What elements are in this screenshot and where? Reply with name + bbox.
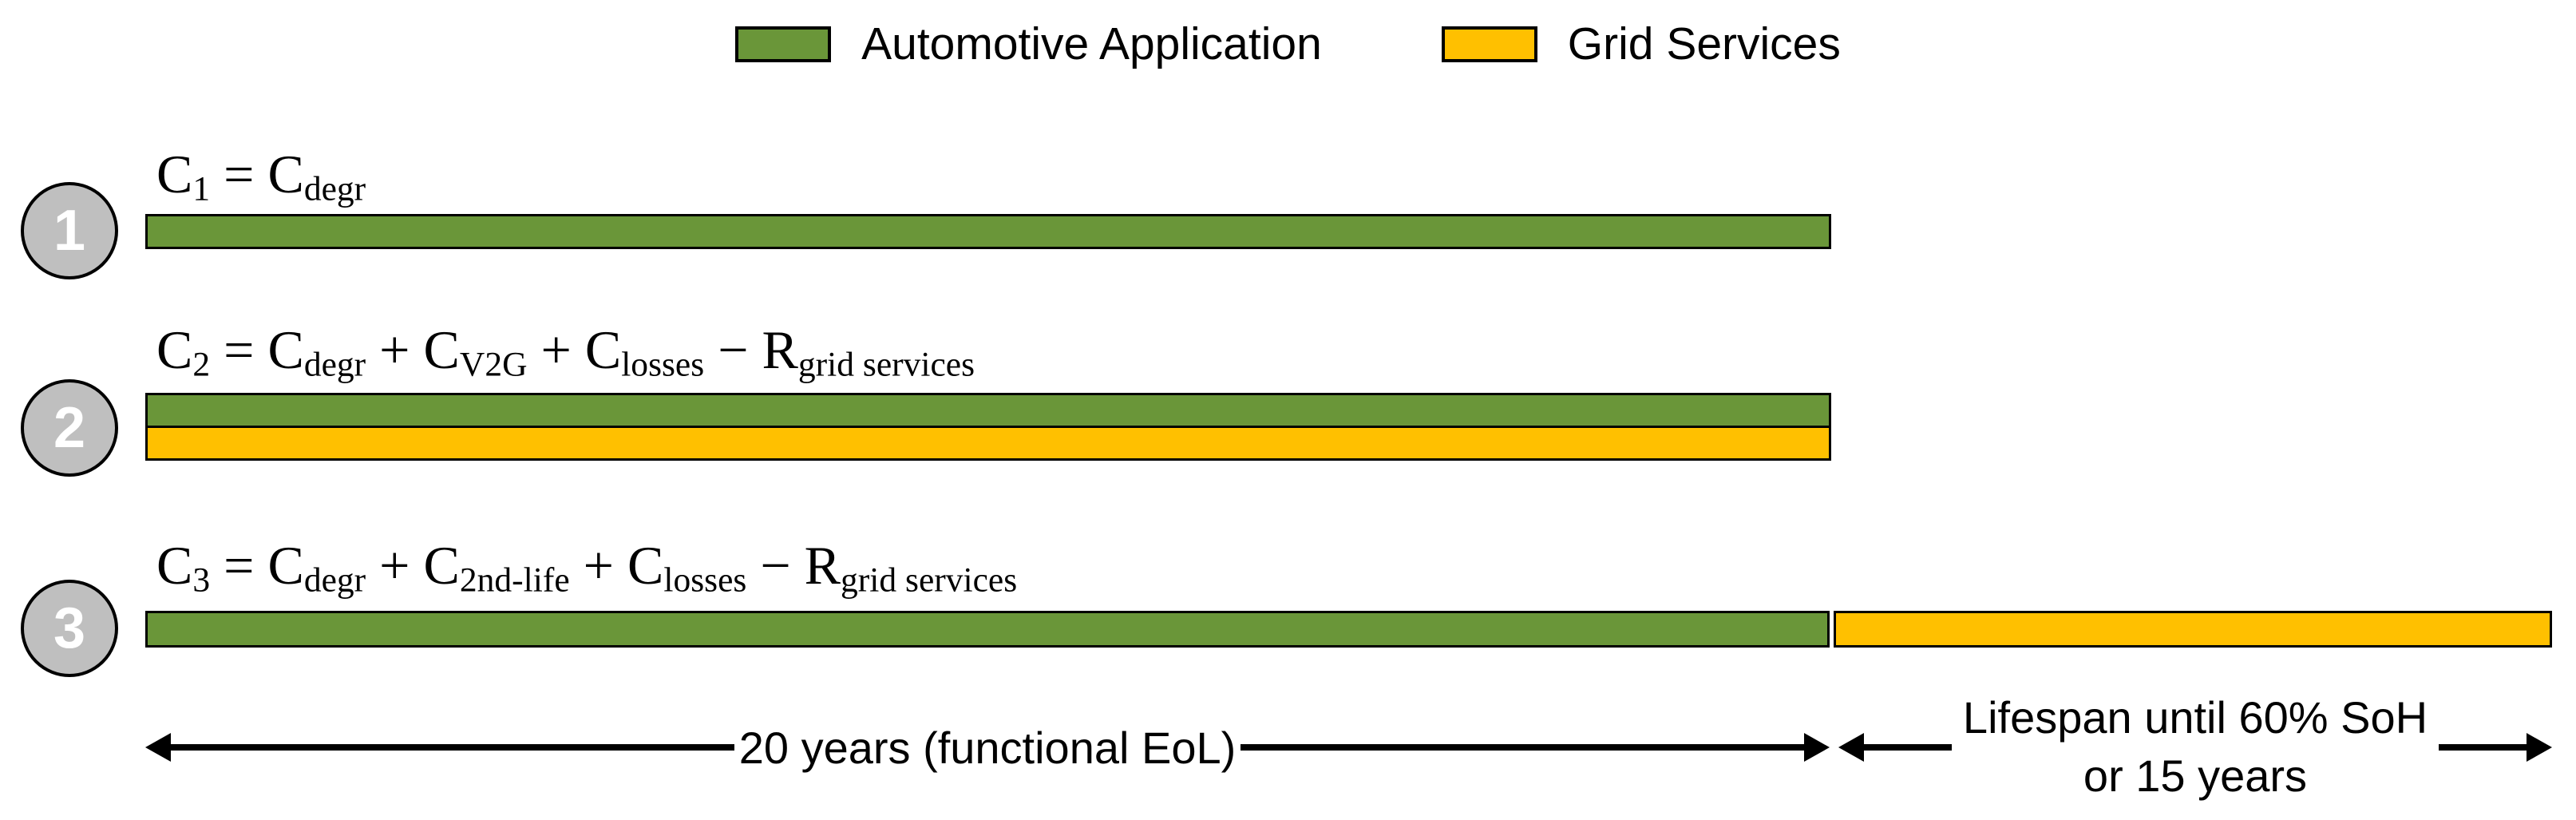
scenario-1-number: 1 <box>53 199 86 263</box>
grid-services-swatch-icon <box>1441 26 1537 62</box>
arrow-line <box>1241 744 1804 751</box>
scenario-2-automotive-bar <box>145 393 1831 428</box>
scenario-1-automotive-bar <box>145 214 1831 249</box>
arrow-line <box>171 744 734 751</box>
arrow-left-icon <box>1838 733 1864 762</box>
scenario-2-formula: C2 = Cdegr + CV2G + Closses − Rgrid serv… <box>156 319 975 384</box>
arrow-right-icon <box>2527 733 2552 762</box>
legend-label-grid-services: Grid Services <box>1567 18 1841 69</box>
scenario-2-badge: 2 <box>21 379 118 477</box>
scenario-3-grid-services-bar <box>1834 611 2552 648</box>
arrow-left-icon <box>145 733 171 762</box>
legend-item-automotive: Automotive Application <box>735 18 1322 70</box>
arrow-right-icon <box>1804 733 1830 762</box>
scenario-3-badge: 3 <box>21 580 118 677</box>
timeline-20-years-span: 20 years (functional EoL) <box>145 715 1830 779</box>
timeline-second-life-label-line1: Lifespan until 60% SoH <box>1962 692 2428 743</box>
timeline-second-life-label: Lifespan until 60% SoH or 15 years <box>1963 689 2428 806</box>
legend-label-automotive: Automotive Application <box>861 18 1322 69</box>
arrow-line <box>1864 744 1952 751</box>
scenario-3-number: 3 <box>53 596 86 660</box>
scenario-1-formula: C1 = Cdegr <box>156 144 366 208</box>
scenario-2-grid-services-bar <box>145 426 1831 461</box>
timeline-second-life-span: Lifespan until 60% SoH or 15 years <box>1838 683 2552 811</box>
legend-item-grid-services: Grid Services <box>1441 18 1841 70</box>
automotive-swatch-icon <box>735 26 832 62</box>
scenario-3-automotive-bar <box>145 611 1830 648</box>
scenario-1-badge: 1 <box>21 182 118 279</box>
scenario-2-number: 2 <box>53 396 86 460</box>
legend: Automotive Application Grid Services <box>0 14 2576 73</box>
scenario-3-formula: C3 = Cdegr + C2nd-life + Closses − Rgrid… <box>156 535 1018 600</box>
timeline-20-years-label: 20 years (functional EoL) <box>738 722 1237 773</box>
timeline-second-life-label-line2: or 15 years <box>2083 751 2308 801</box>
arrow-line <box>2439 744 2527 751</box>
